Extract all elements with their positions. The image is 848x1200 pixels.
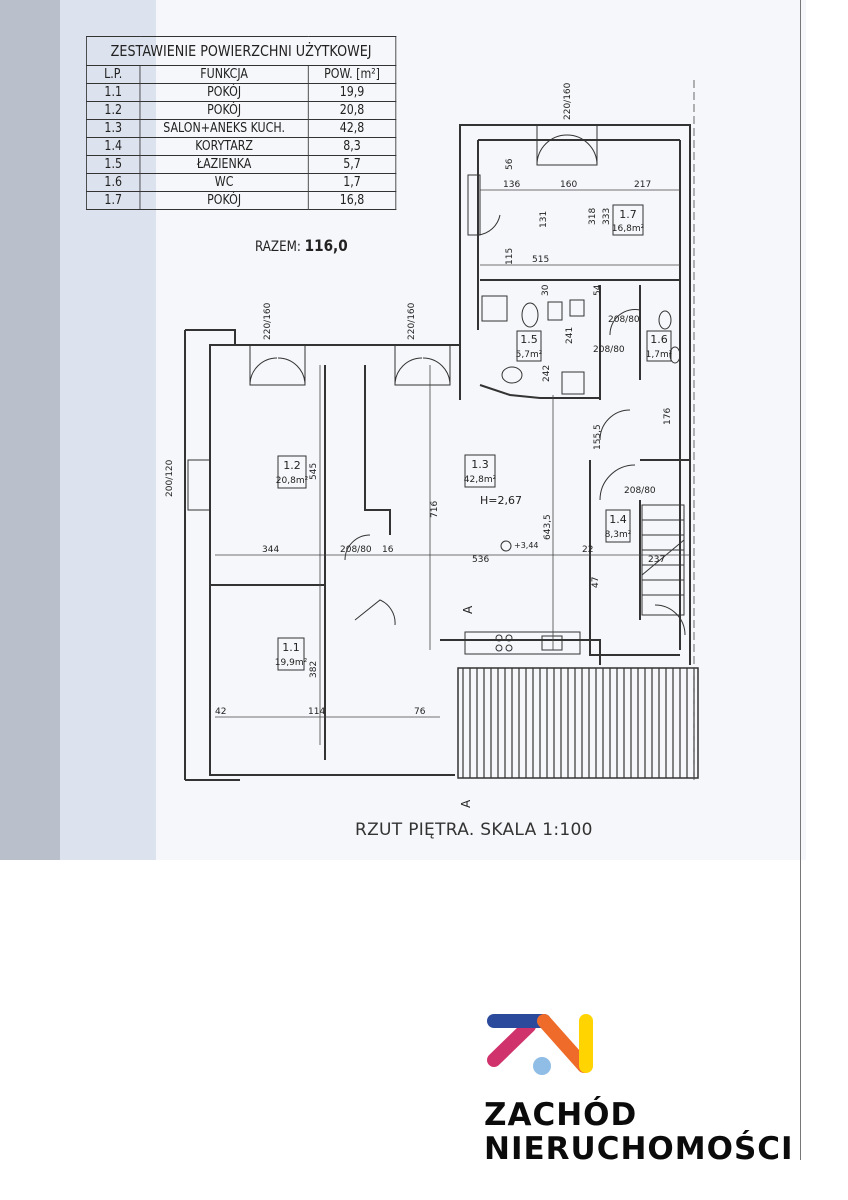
cell-function: SALON+ANEKS KUCH. (139, 119, 309, 138)
plan-title: RZUT PIĘTRA. SKALA 1:100 (355, 820, 593, 840)
svg-text:208/80: 208/80 (340, 545, 372, 555)
scan-edge (0, 0, 60, 860)
cell-area: 42,8 (307, 119, 397, 138)
area-summary-table: ZESTAWIENIE POWIERZCHNI UŻYTKOWEJ L.P. F… (86, 36, 397, 210)
svg-text:20,8m²: 20,8m² (276, 476, 309, 486)
brand-logo-icon (487, 1014, 593, 1075)
floor-plan: 1.1 19,9m² 1.2 20,8m² 1.3 42,8m² 1.4 8,3m² 1… (165, 80, 699, 808)
dimension-labels: 344 536 237 545 716 643,5 382 42 114 76 … (165, 82, 673, 717)
svg-text:1.2: 1.2 (283, 459, 301, 472)
doors-windows (187, 124, 686, 636)
svg-text:318: 318 (588, 208, 598, 225)
level-marker-icon (500, 540, 512, 552)
svg-text:208/80: 208/80 (624, 486, 656, 496)
svg-text:208/80: 208/80 (608, 315, 640, 325)
room-1-2: 1.2 20,8m² (276, 455, 309, 489)
total-area: RAZEM: 116,0 (255, 236, 348, 255)
svg-text:155,5: 155,5 (593, 424, 603, 450)
svg-text:220/160: 220/160 (263, 302, 273, 340)
svg-text:19,9m²: 19,9m² (275, 658, 308, 668)
svg-text:716: 716 (430, 501, 440, 518)
header-area: POW. [m²] (307, 65, 397, 84)
svg-text:1,7m²: 1,7m² (646, 350, 673, 360)
dimension-lines (215, 80, 695, 780)
cell-lp: 1.2 (86, 101, 141, 120)
svg-text:136: 136 (503, 180, 520, 190)
svg-text:1.7: 1.7 (619, 208, 637, 221)
svg-text:16,8m²: 16,8m² (612, 224, 645, 234)
total-label: RAZEM: (255, 239, 301, 255)
svg-text:1.4: 1.4 (609, 513, 627, 526)
svg-text:1.3: 1.3 (471, 458, 489, 471)
room-1-3: 1.3 42,8m² (464, 454, 497, 488)
svg-text:160: 160 (560, 180, 577, 190)
cell-lp: 1.7 (86, 191, 141, 210)
svg-text:42,8m²: 42,8m² (464, 475, 497, 485)
svg-text:54: 54 (593, 284, 603, 296)
room-1-1: 1.1 19,9m² (275, 637, 308, 671)
section-marker: A (461, 605, 475, 614)
cell-area: 16,8 (307, 191, 397, 210)
ceiling-height: H=2,67 (480, 494, 522, 507)
svg-text:5,7m²: 5,7m² (516, 350, 543, 360)
room-1-4: 1.4 8,3m² (605, 509, 632, 543)
terrace-hatch (457, 667, 699, 779)
svg-text:237: 237 (648, 555, 665, 565)
svg-text:1.5: 1.5 (520, 333, 538, 346)
svg-text:22: 22 (582, 545, 593, 555)
room-1-7: 1.7 16,8m² (612, 204, 645, 236)
svg-text:1.1: 1.1 (282, 641, 300, 654)
svg-text:545: 545 (309, 463, 319, 480)
bathroom-fixtures (481, 295, 681, 395)
svg-text:536: 536 (472, 555, 489, 565)
svg-text:131: 131 (539, 211, 549, 228)
svg-text:242: 242 (542, 365, 552, 382)
svg-text:8,3m²: 8,3m² (605, 530, 632, 540)
svg-text:30: 30 (541, 284, 551, 296)
svg-text:47: 47 (591, 577, 601, 588)
svg-text:208/80: 208/80 (593, 345, 625, 355)
svg-text:344: 344 (262, 545, 279, 555)
svg-text:16: 16 (382, 545, 394, 555)
room-labels: 1.1 19,9m² 1.2 20,8m² 1.3 42,8m² 1.4 8,3m² 1… (275, 204, 673, 671)
page-border-line (800, 0, 801, 1160)
header-function: FUNKCJA (139, 65, 309, 84)
svg-text:200/120: 200/120 (165, 459, 175, 497)
svg-text:643,5: 643,5 (543, 514, 553, 540)
svg-text:115: 115 (505, 248, 515, 265)
brand-line-2: NIERUCHOMOŚCI (484, 1131, 794, 1167)
svg-text:42: 42 (215, 707, 226, 717)
svg-text:333: 333 (602, 208, 612, 225)
room-1-5: 1.5 5,7m² (516, 330, 543, 362)
svg-text:217: 217 (634, 180, 651, 190)
brand-name: ZACHÓD NIERUCHOMOŚCI (484, 1098, 794, 1166)
svg-text:515: 515 (532, 255, 549, 265)
cell-function: POKÓJ (139, 101, 309, 120)
level-value: +3,44 (514, 541, 539, 550)
svg-text:176: 176 (663, 408, 673, 425)
svg-text:56: 56 (505, 158, 515, 170)
svg-text:241: 241 (565, 327, 575, 344)
svg-text:76: 76 (414, 707, 426, 717)
cell-function: POKÓJ (139, 191, 309, 210)
section-marker-bottom: A (459, 799, 473, 808)
kitchen-counter (464, 631, 581, 655)
svg-text:114: 114 (308, 707, 325, 717)
brand-line-1: ZACHÓD (484, 1097, 638, 1133)
svg-text:1.6: 1.6 (650, 333, 668, 346)
room-1-6: 1.6 1,7m² (646, 330, 673, 362)
svg-text:382: 382 (309, 661, 319, 678)
svg-text:220/160: 220/160 (563, 82, 573, 120)
svg-text:220/160: 220/160 (407, 302, 417, 340)
total-value: 116,0 (304, 236, 348, 255)
stairs (641, 504, 685, 616)
